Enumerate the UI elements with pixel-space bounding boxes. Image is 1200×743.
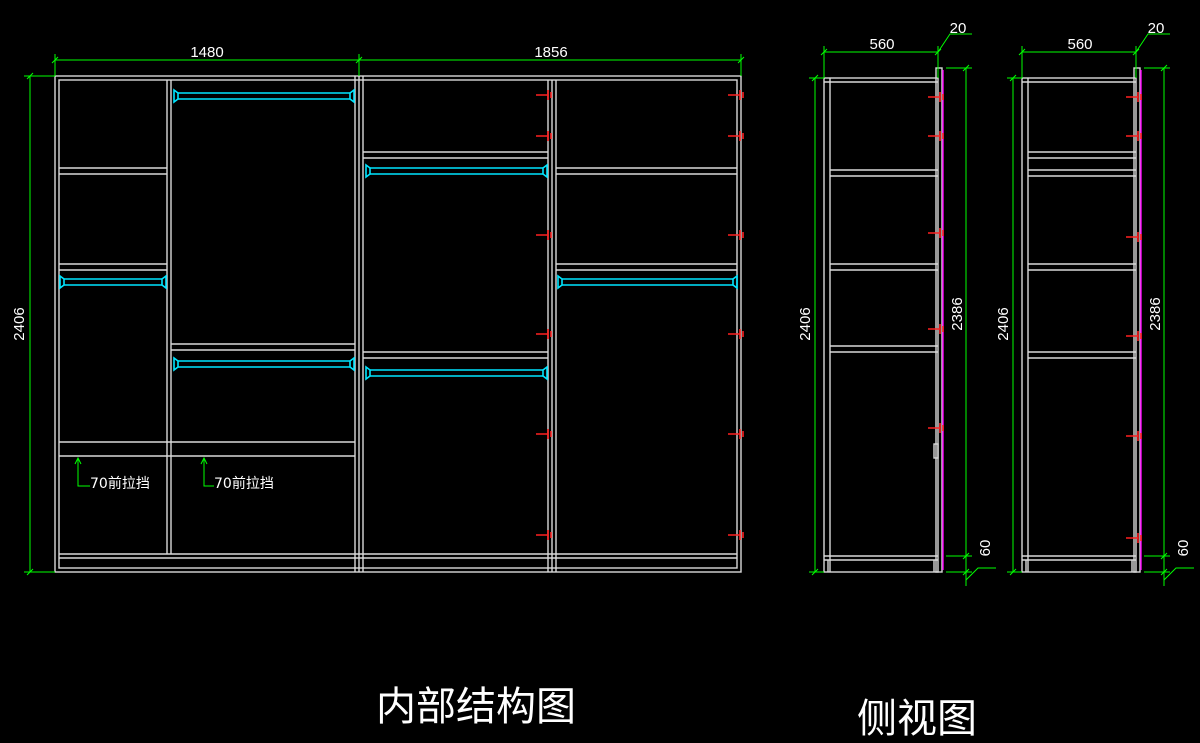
hinge-marker xyxy=(928,92,944,102)
hanging-rod xyxy=(557,274,738,290)
hinge-marker xyxy=(928,228,944,238)
side-b-hinges xyxy=(1126,92,1142,543)
side-view-b xyxy=(1007,33,1194,586)
hinge-marker xyxy=(536,131,552,141)
side-a-dim-depth: 560 xyxy=(869,36,894,53)
hinge-marker xyxy=(536,429,552,439)
hinge-marker xyxy=(536,90,552,100)
side-view-title: 侧视图 xyxy=(857,696,977,742)
side-b-dim-plinth: 60 xyxy=(1175,540,1192,557)
note-front-rail-2: 70前拉挡 xyxy=(214,475,274,492)
side-a-hinges xyxy=(928,92,944,433)
hinge-marker xyxy=(728,429,744,439)
hinge-column-right xyxy=(728,90,744,540)
side-a-dim-door: 20 xyxy=(950,20,967,37)
front-dimensions xyxy=(24,54,745,576)
hinge-marker xyxy=(728,230,744,240)
hinge-marker xyxy=(928,131,944,141)
side-b-dim-door: 20 xyxy=(1148,20,1165,37)
hanging-rod xyxy=(173,88,355,104)
dim-front-height: 2406 xyxy=(11,307,28,340)
hinge-marker xyxy=(928,423,944,433)
hanging-rods xyxy=(59,88,738,381)
hinge-marker xyxy=(728,530,744,540)
front-view-title: 内部结构图 xyxy=(376,684,576,730)
side-a-dim-inner-height: 2386 xyxy=(949,297,966,330)
hinge-marker xyxy=(1126,92,1142,102)
hinge-marker xyxy=(1126,131,1142,141)
hanging-rod xyxy=(59,274,167,290)
side-b-dim-depth: 560 xyxy=(1067,36,1092,53)
note-front-rail-1: 70前拉挡 xyxy=(90,475,150,492)
hinge-marker xyxy=(1126,331,1142,341)
side-a-dim-plinth: 60 xyxy=(977,540,994,557)
hinge-marker xyxy=(928,324,944,334)
side-b-dim-height: 2406 xyxy=(995,307,1012,340)
hinge-marker xyxy=(536,329,552,339)
hinge-column-left xyxy=(536,90,552,540)
hanging-rod xyxy=(173,356,355,372)
dim-left-width: 1480 xyxy=(190,44,223,61)
hinge-marker xyxy=(728,90,744,100)
side-b-dim-inner-height: 2386 xyxy=(1147,297,1164,330)
hinge-marker xyxy=(536,230,552,240)
dim-right-width: 1856 xyxy=(534,44,567,61)
hinge-marker xyxy=(536,530,552,540)
hinge-marker xyxy=(728,329,744,339)
side-a-dim-height: 2406 xyxy=(797,307,814,340)
front-cabinet xyxy=(54,75,742,573)
hinge-marker xyxy=(1126,232,1142,242)
hinge-marker xyxy=(1126,533,1142,543)
hanging-rod xyxy=(365,365,548,381)
front-hinges xyxy=(536,90,744,540)
hinge-marker xyxy=(728,131,744,141)
hanging-rod xyxy=(365,163,548,179)
side-view-a xyxy=(809,33,996,586)
hinge-marker xyxy=(1126,431,1142,441)
